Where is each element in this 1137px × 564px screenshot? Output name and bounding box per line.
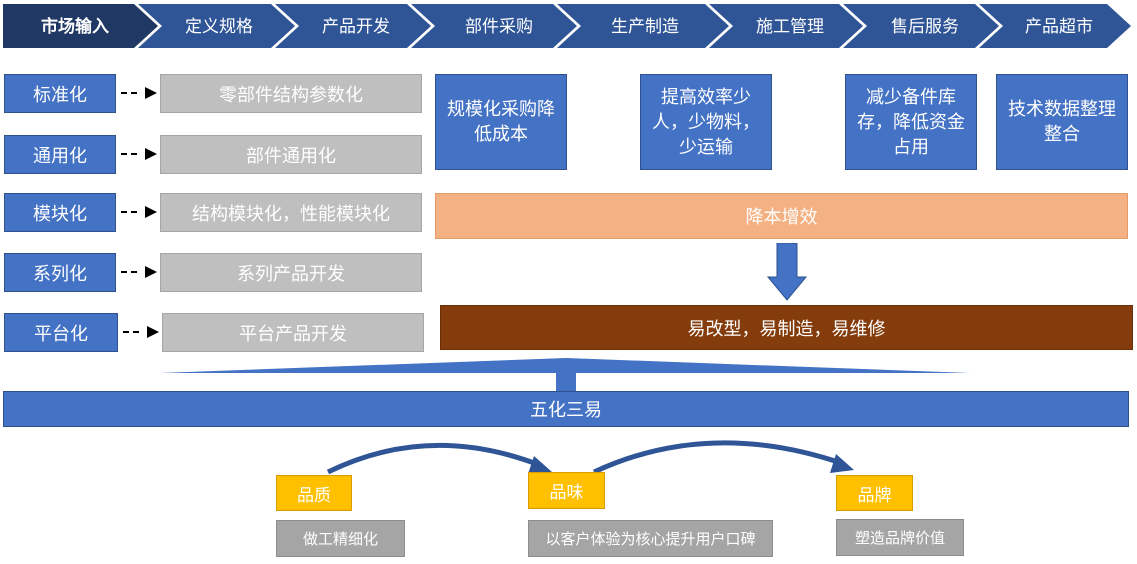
method-generalization: 通用化 [4, 135, 116, 174]
brand-box: 品牌 [836, 475, 913, 511]
method-serialization: 系列化 [4, 253, 116, 292]
arrow-right-icon [145, 206, 157, 218]
benefit-supermarket: 技术数据整理整合 [996, 74, 1128, 170]
chevron-step-2: 定义规格 [185, 17, 253, 37]
curved-arrows [326, 440, 854, 475]
benefit-procurement: 规模化采购降低成本 [435, 74, 567, 170]
chevron-step-8: 产品超市 [1025, 17, 1093, 37]
dashed-connector [121, 92, 137, 96]
taste-box: 品味 [528, 472, 605, 509]
quality-box: 品质 [276, 475, 352, 511]
dashed-connector [121, 271, 137, 275]
easy-bar: 易改型，易制造，易维修 [440, 305, 1133, 350]
method-desc-standardization: 零部件结构参数化 [160, 74, 422, 113]
taste-desc: 以客户体验为核心提升用户口碑 [528, 520, 773, 557]
chevron-shape-7 [843, 4, 999, 48]
chevron-shape-4 [411, 4, 577, 48]
chevron-step-6: 施工管理 [756, 17, 824, 37]
method-modularization: 模块化 [4, 193, 116, 232]
benefit-after-sales: 减少备件库存，降低资金占用 [845, 74, 977, 170]
chevron-step-3: 产品开发 [322, 17, 390, 37]
brand-desc: 塑造品牌价值 [836, 519, 964, 556]
chevron-shape-6 [709, 4, 863, 48]
down-arrow-icon [767, 243, 807, 301]
chevron-shape-3 [275, 4, 431, 48]
chevron-step-4: 部件采购 [465, 17, 533, 37]
chevron-step-1: 市场输入 [41, 17, 109, 37]
chevron-step-7: 售后服务 [891, 17, 959, 37]
curved-arrow-head-1 [528, 456, 552, 474]
dashed-connector [123, 331, 139, 335]
base-bar: 五化三易 [3, 391, 1129, 427]
method-desc-serialization: 系列产品开发 [160, 253, 422, 292]
quality-desc: 做工精细化 [276, 520, 405, 557]
cost-reduction-bar: 降本增效 [435, 193, 1128, 239]
method-desc-generalization: 部件通用化 [160, 135, 422, 174]
chevron-shape-1 [3, 4, 158, 48]
arrow-right-icon [145, 148, 157, 160]
process-chevron-shapes [3, 4, 1131, 48]
method-standardization: 标准化 [4, 74, 116, 113]
chevron-shape-2 [138, 4, 295, 48]
dashed-connector [121, 153, 137, 157]
method-platformization: 平台化 [4, 313, 118, 352]
arrow-right-icon [147, 326, 159, 338]
arrow-right-icon [145, 87, 157, 99]
process-chevron-bar: 市场输入 定义规格 产品开发 部件采购 生产制造 施工管理 售后服务 产品超市 [0, 0, 1137, 52]
method-desc-platformization: 平台产品开发 [162, 313, 424, 352]
chevron-step-5: 生产制造 [611, 17, 679, 37]
chevron-shape-8 [979, 4, 1131, 48]
curved-arrow-head-2 [830, 454, 854, 473]
benefit-manufacturing: 提高效率少人，少物料，少运输 [640, 74, 772, 170]
dashed-connector [121, 211, 137, 215]
arrow-right-icon [145, 266, 157, 278]
support-roof-shape [160, 358, 970, 391]
method-desc-modularization: 结构模块化，性能模块化 [160, 193, 422, 232]
chevron-shape-5 [557, 4, 729, 48]
